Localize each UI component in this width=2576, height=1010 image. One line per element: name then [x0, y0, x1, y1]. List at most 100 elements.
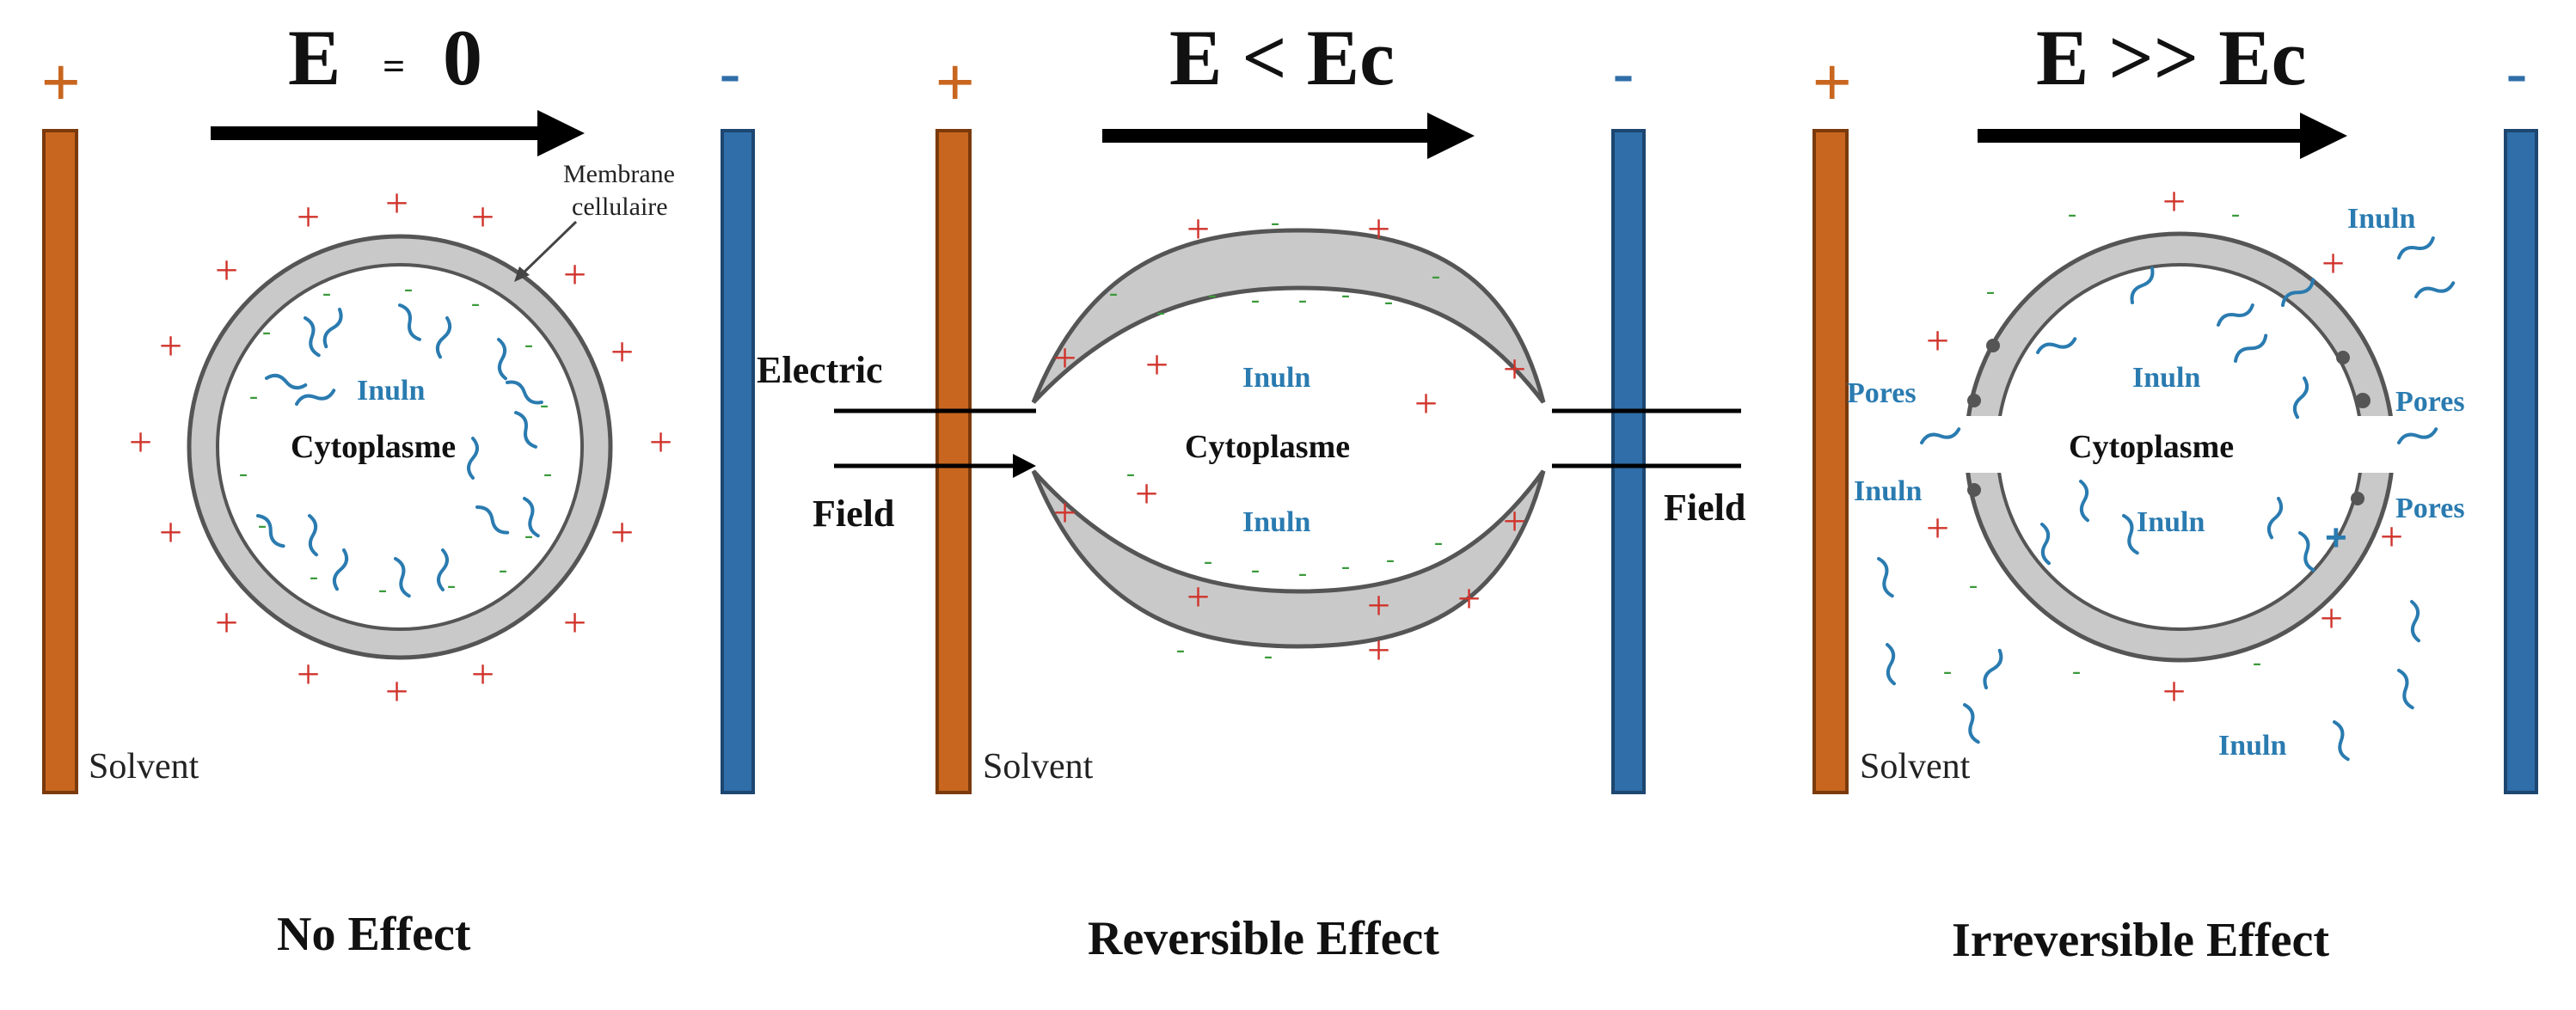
negative-charge: -: [524, 521, 533, 549]
panel-1-inulin-molecules: [256, 303, 543, 598]
negative-charge: -: [543, 459, 552, 487]
positive-charge: +: [1367, 583, 1390, 628]
positive-charge: +: [1503, 499, 1526, 544]
negative-charge: -: [1386, 545, 1395, 573]
positive-charge: +: [1457, 576, 1481, 621]
negative-charge: -: [1251, 285, 1260, 314]
negative-charge: -: [1264, 641, 1273, 670]
dot-icon: [1967, 339, 2371, 505]
positive-charge: +: [2380, 514, 2403, 560]
membrane-label-line1: Membrane: [563, 160, 675, 188]
positive-electrode: +: [935, 44, 975, 794]
positive-charge: +: [1145, 342, 1168, 388]
cytoplasm-label: Cytoplasme: [1185, 429, 1350, 465]
membrane-pointer-arrow: [514, 220, 578, 282]
wavy-line-icon: [475, 505, 510, 535]
positive-electrode: +: [1812, 44, 1852, 794]
wavy-line-icon: [1877, 557, 1894, 598]
wavy-line-icon: [1886, 643, 1896, 686]
inulin-inside-bottom: Inuln: [2137, 506, 2205, 538]
positive-charge: +: [1053, 335, 1076, 381]
inulin-label-bottom: Inuln: [1242, 506, 1310, 538]
wavy-line-icon: [2292, 376, 2309, 419]
wavy-line-icon: [2079, 480, 2089, 523]
positive-charge: +: [1367, 627, 1390, 673]
inulin-outside-top-right: Inuln: [2347, 203, 2415, 235]
panel-2-heading: E < Ec: [1169, 14, 1395, 101]
negative-charge: -: [471, 289, 480, 317]
wavy-line-icon: [332, 548, 349, 591]
negative-electrode: -: [719, 35, 755, 794]
wavy-line-icon: [2414, 281, 2456, 298]
negative-charge: -: [322, 279, 331, 307]
wavy-line-icon: [295, 389, 336, 406]
cell-intact: [187, 234, 613, 660]
negative-electrode: -: [1611, 35, 1646, 794]
positive-electrode-sign: +: [41, 44, 81, 119]
solvent-label: Solvent: [89, 747, 199, 787]
negative-electrode-sign: -: [2505, 35, 2528, 111]
electric-field-label-1: Electric: [757, 349, 883, 391]
inulin-label: Inuln: [357, 375, 425, 407]
pores-label-right-top: Pores: [2395, 386, 2465, 418]
positive-charge-blue: +: [2325, 517, 2347, 559]
negative-charge: -: [1432, 261, 1440, 290]
wavy-line-icon: [497, 338, 507, 381]
positive-charge: +: [610, 510, 634, 555]
positive-charge: +: [1367, 206, 1390, 252]
wavy-line-icon: [2333, 720, 2350, 762]
negative-charge: -: [2072, 657, 2081, 685]
negative-charge: -: [524, 330, 533, 358]
negative-charge: -: [404, 274, 413, 303]
wavy-line-icon: [1983, 648, 2003, 689]
negative-charge: -: [1986, 277, 1995, 305]
wavy-line-icon: [256, 514, 285, 548]
positive-charge: +: [2321, 241, 2345, 286]
panel-1-heading-op: =: [383, 44, 405, 88]
wavy-line-icon: [2217, 303, 2254, 327]
negative-charge: -: [1969, 571, 1978, 599]
negative-charge: -: [239, 459, 248, 487]
panel-3-inulin-molecules: [1877, 236, 2456, 762]
electric-field-label-2: Field: [813, 493, 894, 535]
caption-no-effect: No Effect: [277, 908, 471, 961]
negative-charge: -: [1271, 208, 1279, 236]
negative-charge: -: [1298, 559, 1307, 587]
positive-charge: +: [610, 329, 634, 375]
wavy-line-icon: [523, 497, 540, 538]
wavy-line-icon: [308, 514, 318, 557]
wavy-line-icon: [2397, 427, 2438, 444]
positive-charge: +: [297, 194, 320, 240]
positive-electrode-sign: +: [1812, 44, 1852, 119]
positive-charge: +: [159, 510, 182, 555]
solvent-label: Solvent: [1860, 747, 1971, 787]
positive-charge: +: [471, 194, 494, 240]
positive-electrode-sign: +: [935, 44, 975, 119]
negative-charge: -: [499, 555, 507, 584]
wavy-line-icon: [2281, 278, 2315, 307]
negative-charge: -: [1204, 547, 1212, 575]
wavy-line-icon: [437, 548, 449, 591]
caption-reversible-effect: Reversible Effect: [1088, 912, 1439, 965]
negative-electrode-sign: -: [719, 35, 741, 111]
positive-charge: +: [1053, 490, 1076, 536]
positive-charge: +: [385, 181, 408, 226]
positive-charge: +: [159, 323, 182, 369]
inulin-label-top: Inuln: [1242, 362, 1310, 394]
negative-electrode-sign: -: [1612, 35, 1635, 111]
positive-charge: +: [1503, 346, 1526, 392]
negative-charge: -: [1251, 555, 1260, 584]
wavy-line-icon: [2036, 337, 2077, 354]
cell-deformed: [1031, 228, 1546, 649]
negative-charge: -: [1126, 459, 1135, 487]
positive-charge: +: [2162, 669, 2186, 714]
field-label-right: Field: [1664, 487, 1745, 529]
panel-no-effect: E = 0 + - Solvent Membrane cellulaire: [41, 14, 755, 961]
wavy-line-icon: [2234, 334, 2268, 363]
wavy-line-icon: [265, 373, 308, 390]
panel-3-heading: E >> Ec: [2036, 14, 2306, 101]
wavy-line-icon: [1963, 703, 1980, 744]
wavy-line-icon: [2397, 669, 2414, 710]
